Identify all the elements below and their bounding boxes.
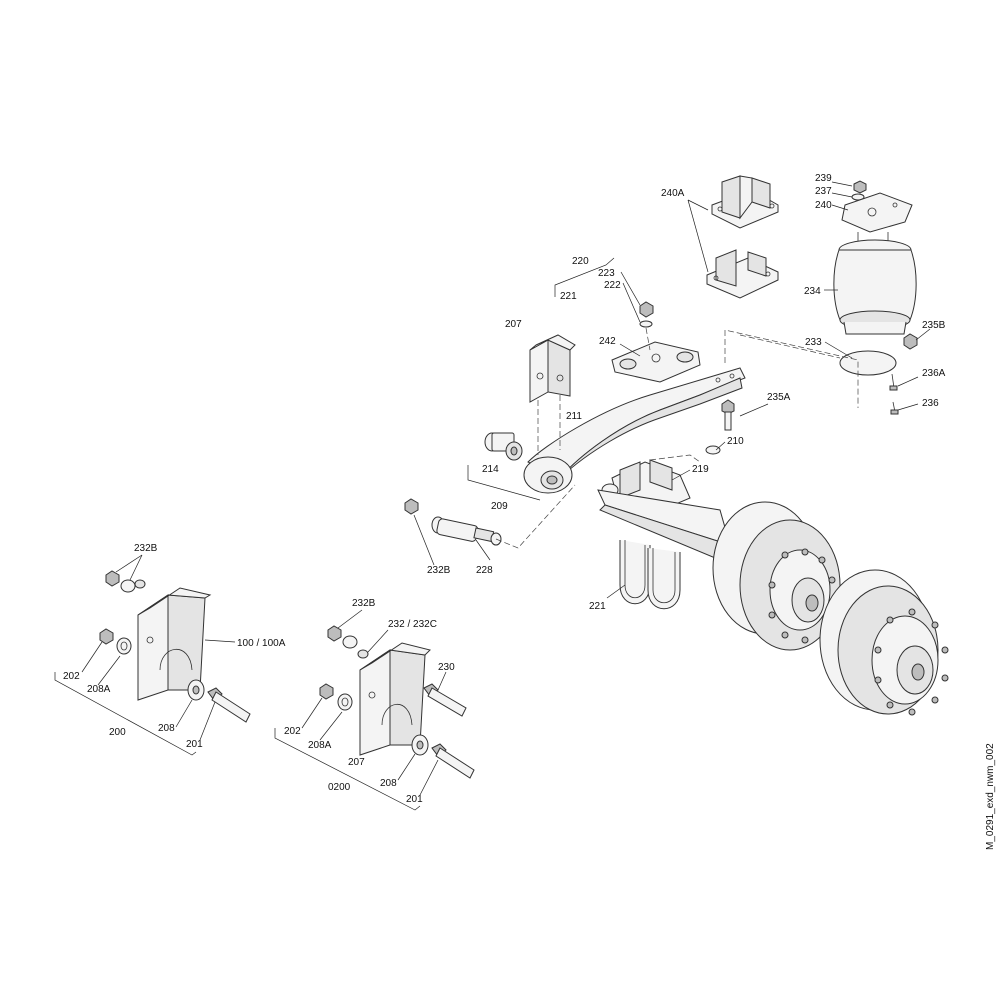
- bolt-201-left: [207, 687, 251, 723]
- nut-223: [639, 301, 654, 318]
- washer-222: [639, 320, 653, 328]
- callout-0200: 0200: [328, 782, 351, 793]
- callout-207-top: 207: [505, 319, 522, 330]
- hanger-bracket-100: [137, 587, 212, 701]
- callout-221-top: 221: [560, 291, 577, 302]
- air-spring-234: [833, 232, 917, 335]
- callout-233: 233: [805, 337, 822, 348]
- nut-202-left: [99, 628, 114, 645]
- callout-236: 236: [922, 398, 939, 409]
- callout-242: 242: [599, 336, 616, 347]
- washer-210: [705, 445, 721, 455]
- callout-202-right: 202: [284, 726, 301, 737]
- wheel-studs-right: [874, 608, 949, 716]
- nut-235B: [903, 333, 918, 350]
- callout-235B: 235B: [922, 320, 946, 331]
- bracket-240A-lower: [706, 249, 779, 299]
- callout-240: 240: [815, 200, 832, 211]
- nut-239: [853, 180, 867, 194]
- callout-223: 223: [598, 268, 615, 279]
- callout-207-low: 207: [348, 757, 365, 768]
- callout-200: 200: [109, 727, 126, 738]
- callout-228: 228: [476, 565, 493, 576]
- nut-232B-left: [105, 570, 146, 593]
- callout-202-left: 202: [63, 671, 80, 682]
- callout-220: 220: [572, 256, 589, 267]
- callout-237: 237: [815, 186, 832, 197]
- nut-232B-mid: [404, 498, 419, 515]
- nut-202-right: [319, 683, 334, 700]
- callout-221-low: 221: [589, 601, 606, 612]
- callout-208A-left: 208A: [87, 684, 111, 695]
- callout-230: 230: [438, 662, 455, 673]
- washer-208-left: [187, 679, 205, 701]
- callout-239: 239: [815, 173, 832, 184]
- shock-absorber-228: [431, 516, 502, 546]
- callout-210: 210: [727, 436, 744, 447]
- bracket-207-upper: [529, 334, 576, 403]
- drawing-id: M_0291_exd_nwm_002: [985, 743, 996, 850]
- callout-232-232C: 232 / 232C: [388, 619, 437, 630]
- brake-drum-left: [712, 501, 841, 651]
- bolt-201-right: [431, 743, 475, 779]
- nut-232B-right: [327, 625, 369, 659]
- bracket-240A-upper: [711, 175, 779, 229]
- trailing-arm-211: [523, 367, 746, 494]
- callout-235A: 235A: [767, 392, 791, 403]
- callout-240A: 240A: [661, 188, 685, 199]
- callout-208-right: 208: [380, 778, 397, 789]
- callout-201-right: 201: [406, 794, 423, 805]
- callout-232B-right: 232B: [352, 598, 376, 609]
- callout-209: 209: [491, 501, 508, 512]
- callout-219: 219: [692, 464, 709, 475]
- callout-211: 211: [566, 411, 582, 422]
- bushing-214: [484, 432, 523, 461]
- callout-232B-mid: 232B: [427, 565, 451, 576]
- callout-201-left: 201: [186, 739, 203, 750]
- washer-208A-right: [337, 693, 353, 711]
- washer-208A-left: [116, 637, 132, 655]
- clamp-plate-242: [611, 341, 701, 383]
- bolt-235A: [721, 399, 735, 431]
- callout-236A: 236A: [922, 368, 946, 379]
- top-plate-240: [841, 192, 913, 233]
- plate-233: [839, 350, 897, 376]
- bolt-230: [423, 683, 467, 717]
- callout-100-100A: 100 / 100A: [237, 638, 286, 649]
- brake-disc-right: [819, 569, 939, 715]
- callout-222: 222: [604, 280, 621, 291]
- washer-208-right: [411, 734, 429, 756]
- callout-234: 234: [804, 286, 821, 297]
- callout-214: 214: [482, 464, 499, 475]
- u-bolts-221: [619, 540, 681, 610]
- bolt-236: [890, 401, 899, 415]
- callout-208A-right: 208A: [308, 740, 332, 751]
- callout-208-left: 208: [158, 723, 175, 734]
- callout-232B-left: 232B: [134, 543, 158, 554]
- bolt-236A: [889, 373, 898, 391]
- hanger-bracket-0200: [359, 642, 431, 756]
